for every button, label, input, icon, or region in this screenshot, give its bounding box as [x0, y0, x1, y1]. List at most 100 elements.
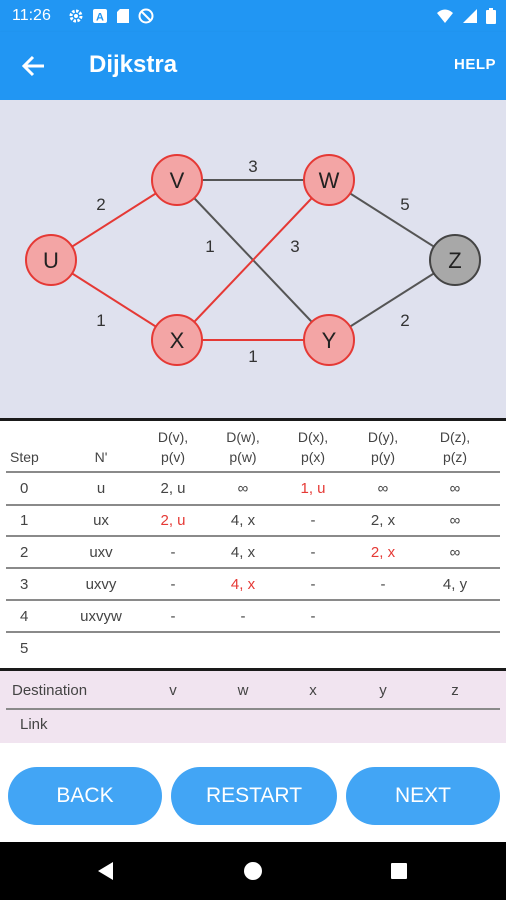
header-px: p(x): [300, 449, 326, 465]
edges: [50, 179, 456, 341]
header-dw: D(w),: [226, 429, 260, 445]
status-bar: 11:26 A: [0, 0, 506, 32]
row-divider: [6, 504, 500, 506]
button-bar: BACK RESTART NEXT: [0, 743, 506, 842]
sd-card-icon: [117, 9, 129, 23]
row-3-z: 4, y: [442, 576, 468, 593]
row-1-z: ∞: [449, 512, 461, 529]
destination-panel: Destination v w x y z Link: [0, 671, 506, 743]
node-v-label: V: [170, 168, 185, 193]
row-0-v: 2, u: [160, 480, 186, 497]
settings-icon: [69, 9, 83, 23]
row-2-y: 2, x: [370, 544, 396, 561]
row-1-step: 1: [20, 512, 29, 529]
row-1-n: ux: [93, 512, 109, 529]
header-dv: D(v),: [157, 429, 189, 445]
signal-icon: [463, 9, 477, 23]
node-x[interactable]: X: [151, 314, 203, 366]
link-label: Link: [20, 716, 48, 733]
row-3-x: -: [310, 576, 316, 593]
row-0-z: ∞: [449, 480, 461, 497]
row-2-v: -: [170, 544, 176, 561]
row-0-w: ∞: [237, 480, 249, 497]
row-4-w: -: [240, 608, 246, 625]
node-y-label: Y: [322, 328, 337, 353]
edge-x-w: [176, 179, 330, 341]
help-button[interactable]: HELP: [453, 56, 496, 73]
node-u-label: U: [43, 248, 59, 273]
node-w[interactable]: W: [303, 154, 355, 206]
back-arrow-icon[interactable]: [20, 52, 48, 80]
nav-home-icon[interactable]: [243, 861, 263, 881]
row-0-y: ∞: [377, 480, 389, 497]
restart-button[interactable]: RESTART: [171, 767, 337, 825]
weight-v-y: 1: [205, 237, 214, 256]
header-pz: p(z): [442, 449, 468, 465]
node-z-label: Z: [448, 248, 461, 273]
divider: [0, 668, 506, 671]
header-dz: D(z),: [439, 429, 471, 445]
graph-canvas: 2 1 3 1 3 1 5 2 U V W X: [25, 154, 481, 366]
row-2-w: 4, x: [230, 544, 256, 561]
graph-panel: 2 1 3 1 3 1 5 2 U V W X: [0, 100, 506, 418]
battery-icon: [486, 8, 496, 24]
system-nav-bar: [0, 842, 506, 900]
dnd-icon: [138, 8, 154, 24]
header-pv: p(v): [160, 449, 186, 465]
row-3-step: 3: [20, 576, 29, 593]
wifi-icon: [437, 9, 453, 23]
destination-z: z: [451, 682, 459, 699]
back-button[interactable]: BACK: [8, 767, 162, 825]
destination-label: Destination: [12, 682, 88, 699]
destination-x: x: [309, 682, 317, 699]
row-divider: [6, 631, 500, 633]
header-dx: D(x),: [297, 429, 329, 445]
node-z[interactable]: Z: [429, 234, 481, 286]
row-0-step: 0: [20, 480, 29, 497]
dijkstra-table: Step N' D(v), p(v) D(w), p(w) D(x), p(x)…: [0, 421, 506, 668]
row-divider: [6, 535, 500, 537]
row-divider: [6, 708, 500, 710]
node-v[interactable]: V: [151, 154, 203, 206]
node-y[interactable]: Y: [303, 314, 355, 366]
row-1-x: -: [310, 512, 316, 529]
row-divider: [6, 471, 500, 473]
nav-recents-icon[interactable]: [390, 862, 408, 880]
header-pw: p(w): [229, 449, 257, 465]
weight-x-w: 3: [290, 237, 299, 256]
destination-w: w: [237, 682, 249, 699]
row-2-n: uxv: [89, 544, 113, 561]
weight-u-x: 1: [96, 311, 105, 330]
row-1-v: 2, u: [160, 512, 186, 529]
row-4-v: -: [170, 608, 176, 625]
row-1-y: 2, x: [370, 512, 396, 529]
status-time: 11:26: [12, 7, 51, 24]
weight-v-w: 3: [248, 157, 257, 176]
node-w-label: W: [319, 168, 340, 193]
nav-back-icon[interactable]: [96, 861, 116, 881]
row-2-x: -: [310, 544, 316, 561]
divider: [0, 418, 506, 421]
header-step: Step: [10, 449, 39, 465]
row-5-step: 5: [20, 640, 29, 657]
row-2-step: 2: [20, 544, 29, 561]
destination-y: y: [379, 682, 387, 699]
row-2-z: ∞: [449, 544, 461, 561]
row-0-n: u: [96, 480, 106, 497]
row-divider: [6, 599, 500, 601]
node-u[interactable]: U: [25, 234, 77, 286]
row-4-n: uxvyw: [80, 608, 122, 625]
destination-v: v: [169, 682, 177, 699]
weight-y-z: 2: [400, 311, 409, 330]
row-3-n: uxvy: [85, 576, 117, 593]
row-3-w: 4, x: [230, 576, 256, 593]
next-button[interactable]: NEXT: [346, 767, 500, 825]
row-1-w: 4, x: [230, 512, 256, 529]
weight-w-z: 5: [400, 195, 409, 214]
row-3-y: -: [380, 576, 386, 593]
weight-x-y: 1: [248, 347, 257, 366]
row-3-v: -: [170, 576, 176, 593]
weight-u-v: 2: [96, 195, 105, 214]
app-bar: Dijkstra HELP: [0, 32, 506, 100]
a-icon: A: [93, 9, 107, 24]
